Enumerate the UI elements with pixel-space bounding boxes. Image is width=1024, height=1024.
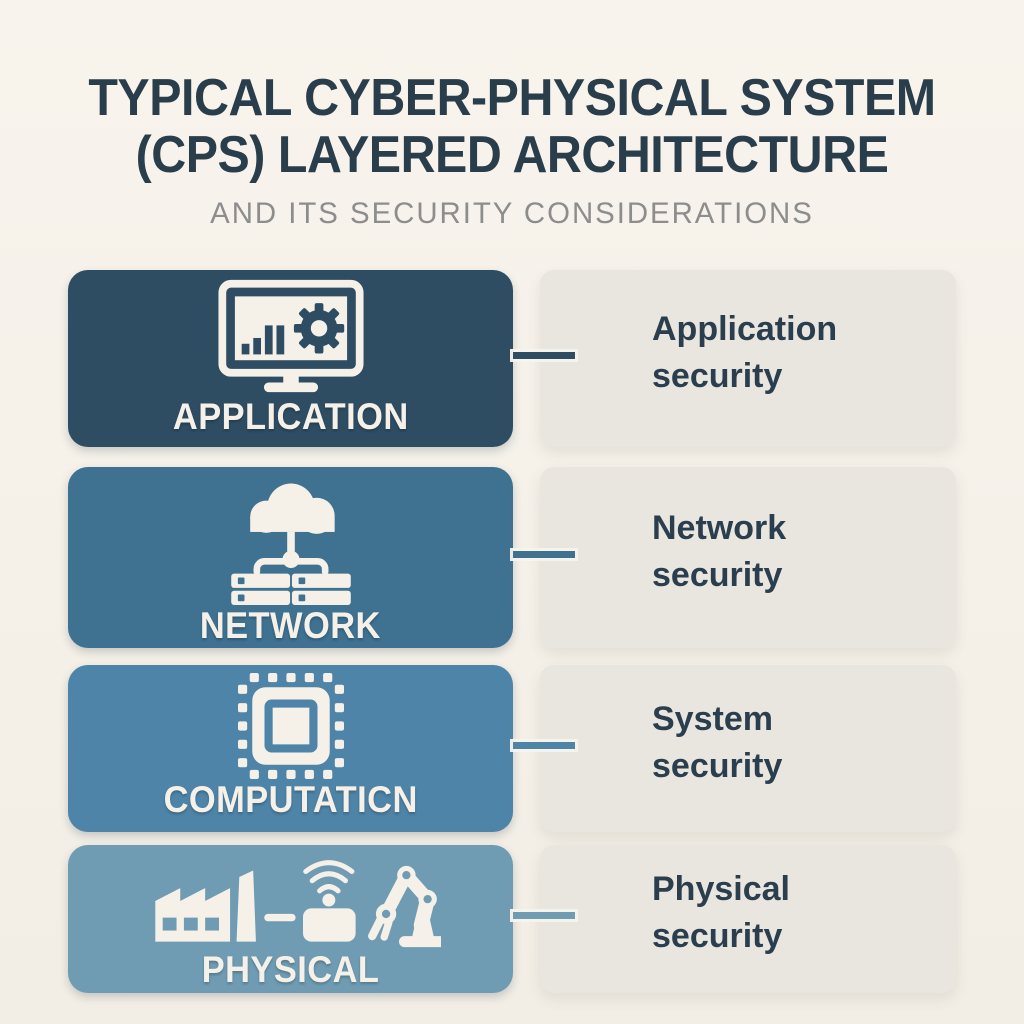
layer-card-network: NETWORK [68,467,513,648]
connector-line [513,912,575,919]
cloud-servers-icon [68,467,513,605]
layer-label: APPLICATION [172,396,409,437]
page-subtitle: AND ITS SECURITY CONSIDERATIONS [210,197,814,230]
cloud-servers-icon-svg [230,483,351,605]
factory-iot-robot-icon [68,845,513,949]
layer-card-physical: PHYSICAL [68,845,513,993]
cpu-chip-icon [68,665,513,779]
monitor-gear-icon-svg [217,279,364,393]
security-label: System security [652,699,783,785]
security-label: Network security [652,508,787,594]
layer-label: NETWORK [199,605,382,646]
layer-row-physical: PHYSICAL Physical security [0,845,1024,993]
security-card-system: System security [540,665,956,832]
layer-card-application: APPLICATION [68,270,513,447]
security-label: Application security [652,309,838,395]
title-line-1: TYPICAL CYBER-PHYSICAL SYSTEM [88,69,936,127]
page-title: TYPICAL CYBER-PHYSICAL SYSTEM (CPS) LAYE… [36,0,988,184]
layer-row-application: APPLICATION Application security [0,270,1024,447]
security-card-application: Application security [540,270,956,447]
header: TYPICAL CYBER-PHYSICAL SYSTEM (CPS) LAYE… [0,0,1024,231]
connector-line [513,550,575,558]
cpu-chip-icon-svg [237,673,344,779]
layer-card-computation: COMPUTATICN [68,665,513,832]
connector-line [513,351,575,359]
security-card-network: Network security [540,467,956,648]
layer-label: COMPUTATICN [163,779,418,820]
security-label: Physical security [652,870,790,955]
layer-row-network: NETWORK Network security [0,467,1024,648]
factory-iot-robot-icon-svg [154,860,441,948]
layer-label: PHYSICAL [201,949,380,990]
security-card-physical: Physical security [540,845,956,993]
connector-line [513,741,575,749]
monitor-gear-icon [68,270,513,396]
title-line-2: (CPS) LAYERED ARCHITECTURE [135,126,889,184]
layer-row-computation: COMPUTATICN System security [0,665,1024,832]
